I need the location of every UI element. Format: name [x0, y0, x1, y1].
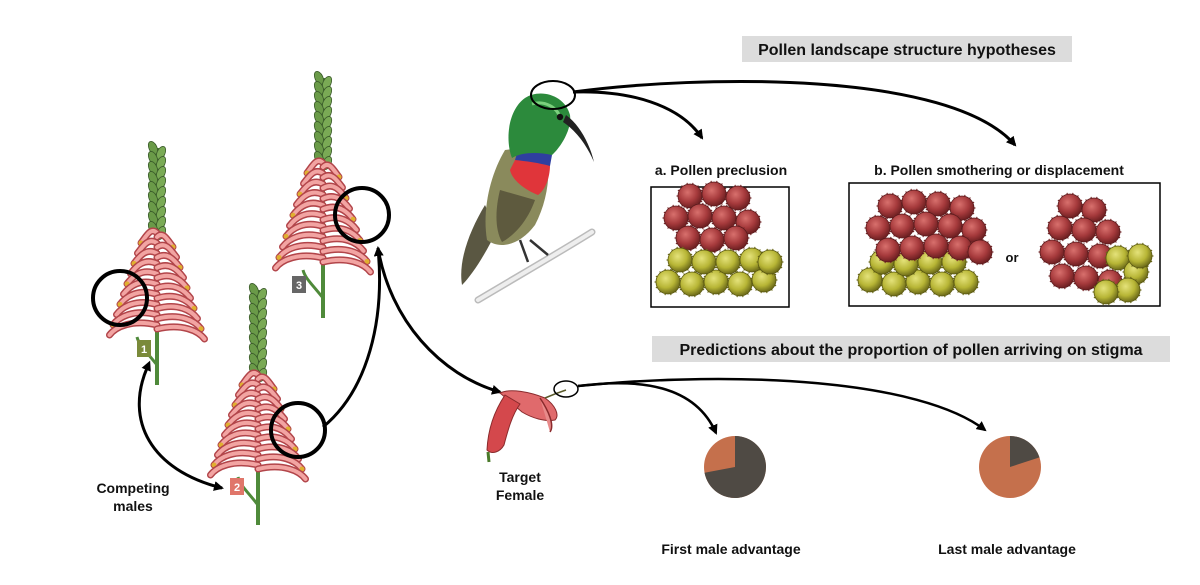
predictions-header-text: Predictions about the proportion of poll…	[679, 342, 1142, 359]
panel-b-pollen-left	[856, 188, 994, 298]
target-female-label-line2: Female	[496, 487, 544, 503]
plant-3	[272, 71, 374, 318]
first-male-pie-dark-slice	[704, 436, 766, 498]
anther-circle-1	[91, 269, 149, 327]
target-female-label-line1: Target	[499, 469, 541, 485]
plant-badge-3: 3	[292, 276, 306, 293]
panel-a-pollen	[654, 180, 784, 298]
hypotheses-header-text: Pollen landscape structure hypotheses	[758, 42, 1056, 59]
bird-head-circle	[530, 80, 576, 110]
arrow-bird-panel-b	[572, 79, 1017, 147]
competing-males-label-line1: Competing	[96, 480, 169, 496]
last-male-pie-dark-slice	[1010, 436, 1040, 467]
last-male-pie	[979, 436, 1041, 498]
plant-badge-1: 1	[137, 340, 151, 357]
svg-text:1: 1	[141, 344, 147, 356]
plant-1	[106, 141, 208, 385]
target-female-flower	[486, 389, 567, 463]
stigma-circle	[553, 380, 579, 398]
sunbird-illustration	[461, 93, 596, 304]
arrow-stigma-last-male	[577, 377, 987, 432]
arrow-plant1-plant2	[137, 360, 224, 491]
panel-b-pollen-right	[1038, 192, 1154, 306]
arrow-plant2-plant3	[322, 246, 384, 429]
svg-text:2: 2	[234, 482, 240, 494]
first-male-pie	[704, 436, 766, 498]
anther-circle-2	[269, 401, 327, 459]
competing-male-plants	[106, 71, 374, 525]
svg-text:3: 3	[296, 280, 302, 292]
arrow-stigma-first-male	[577, 381, 718, 435]
panel-a-title: a. Pollen preclusion	[655, 162, 787, 178]
anther-circle-3	[333, 186, 391, 244]
plant-badge-2: 2	[230, 478, 244, 495]
arrow-bird-panel-a	[572, 90, 704, 140]
hypotheses-header: Pollen landscape structure hypotheses	[742, 36, 1072, 62]
first-male-advantage-label: First male advantage	[661, 541, 800, 557]
predictions-header: Predictions about the proportion of poll…	[652, 336, 1170, 362]
last-male-advantage-label: Last male advantage	[938, 541, 1076, 557]
competing-males-label-line2: males	[113, 498, 153, 514]
arrow-plant3-target	[376, 247, 502, 395]
panel-b-or-text: or	[1006, 250, 1019, 265]
panel-b-title: b. Pollen smothering or displacement	[874, 162, 1124, 178]
